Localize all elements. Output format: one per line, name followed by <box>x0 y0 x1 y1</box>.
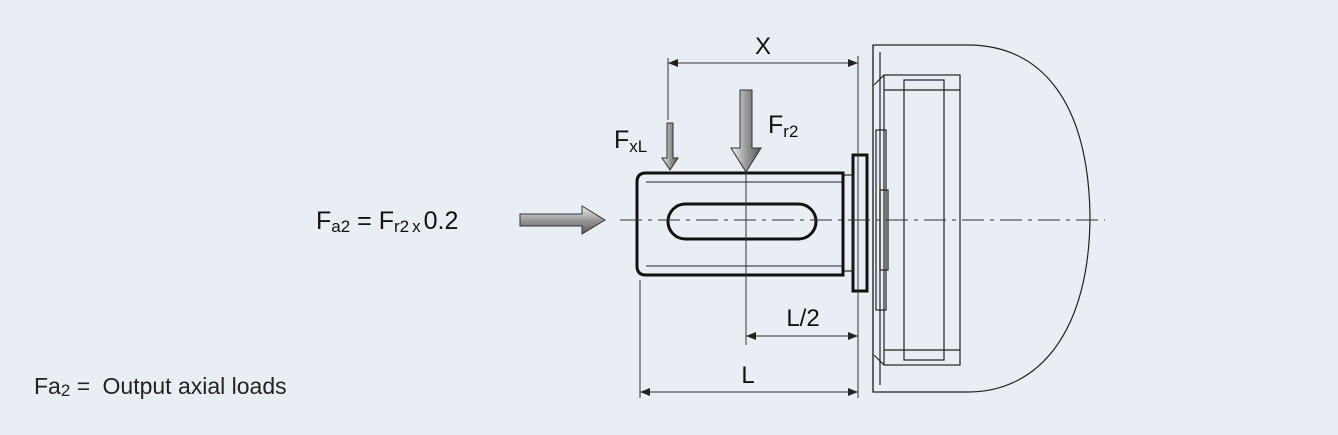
force-fa2-arrow <box>519 205 606 235</box>
dimension-x-label: X <box>755 33 771 60</box>
shaft-flange <box>842 153 869 293</box>
extension-lines <box>639 56 859 398</box>
force-fr2-arrow <box>730 89 762 173</box>
dimension-x: X <box>668 33 858 67</box>
dimension-length-label: L <box>741 362 754 389</box>
keyway <box>666 202 818 241</box>
dimension-length: L <box>640 362 858 396</box>
output-shaft <box>635 171 845 277</box>
gear-housing <box>872 44 1091 393</box>
legend-text: Fa2 = Output axial loads <box>34 373 287 400</box>
dimension-half-length-label: L/2 <box>786 305 819 332</box>
force-fxl-label: FxL <box>614 126 647 156</box>
force-fxl-arrow <box>661 122 679 171</box>
force-fr2-label: Fr2 <box>768 111 798 141</box>
dimension-half-length: L/2 <box>746 305 858 340</box>
